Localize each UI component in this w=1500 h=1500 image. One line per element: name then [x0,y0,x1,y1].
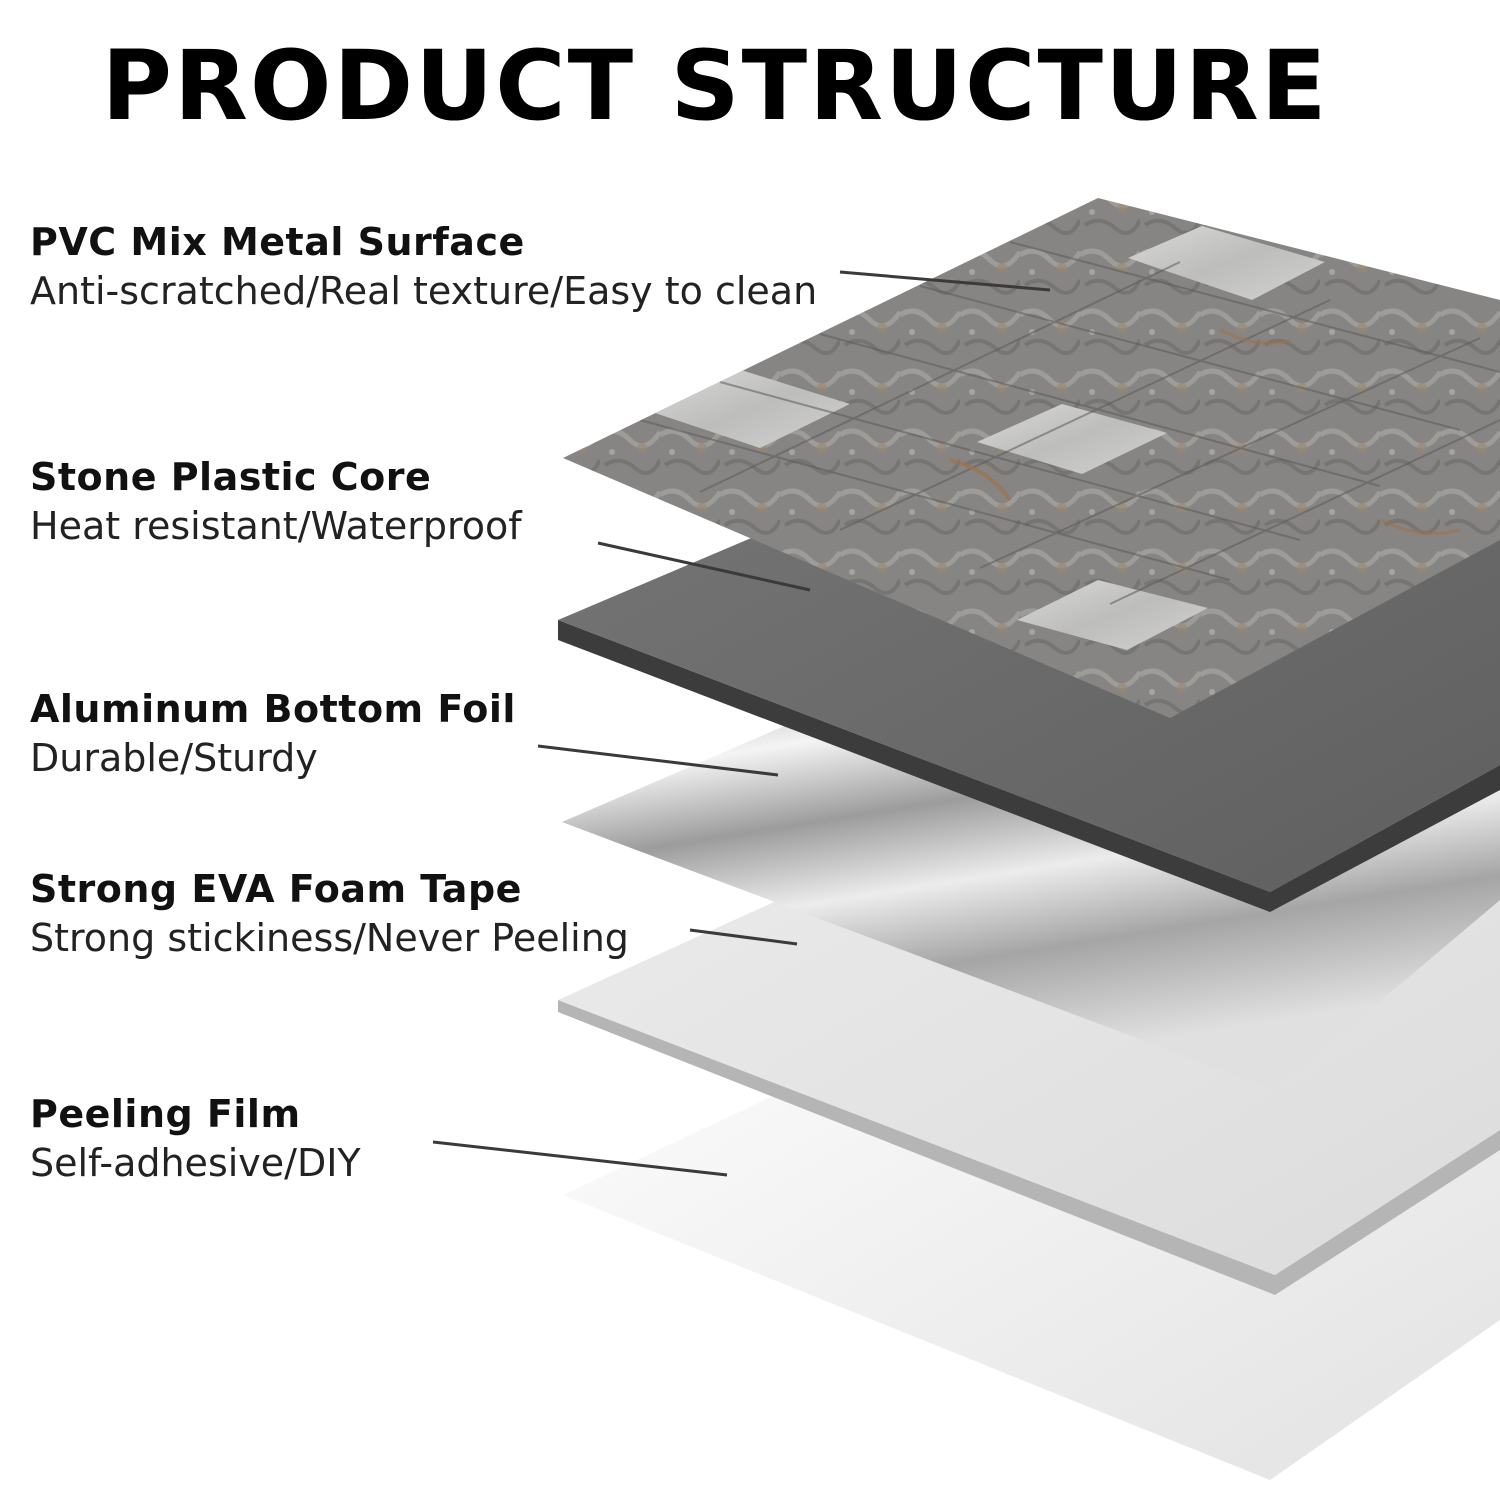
layer-name: Aluminum Bottom Foil [30,687,516,731]
layer-label-foam: Strong EVA Foam Tape Strong stickiness/N… [30,867,629,962]
layer-description: Strong stickiness/Never Peeling [30,915,629,960]
layer-label-film: Peeling Film Self-adhesive/DIY [30,1092,361,1187]
leader-line [689,928,798,946]
leader-line [839,270,1051,292]
layer-label-foil: Aluminum Bottom Foil Durable/Sturdy [30,687,516,782]
layer-name: Strong EVA Foam Tape [30,867,522,911]
leader-lines [432,270,1051,1177]
layer-description: Self-adhesive/DIY [30,1140,361,1185]
layer-label-surface: PVC Mix Metal Surface Anti-scratched/Rea… [30,220,817,315]
leader-line [537,744,779,777]
layer-description: Anti-scratched/Real texture/Easy to clea… [30,268,818,313]
layer-name: PVC Mix Metal Surface [30,220,525,264]
layer-name: Stone Plastic Core [30,455,432,499]
layer-description: Heat resistant/Waterproof [30,503,522,548]
layer-name: Peeling Film [30,1092,301,1136]
metal-tile [1017,580,1208,650]
layer-label-core: Stone Plastic Core Heat resistant/Waterp… [30,455,522,550]
layer-description: Durable/Sturdy [30,735,318,780]
leader-line [597,541,811,592]
metal-tile [977,404,1167,474]
metal-tile [1128,226,1325,300]
leader-line [432,1140,728,1177]
page-title: PRODUCT STRUCTURE [101,30,1329,142]
